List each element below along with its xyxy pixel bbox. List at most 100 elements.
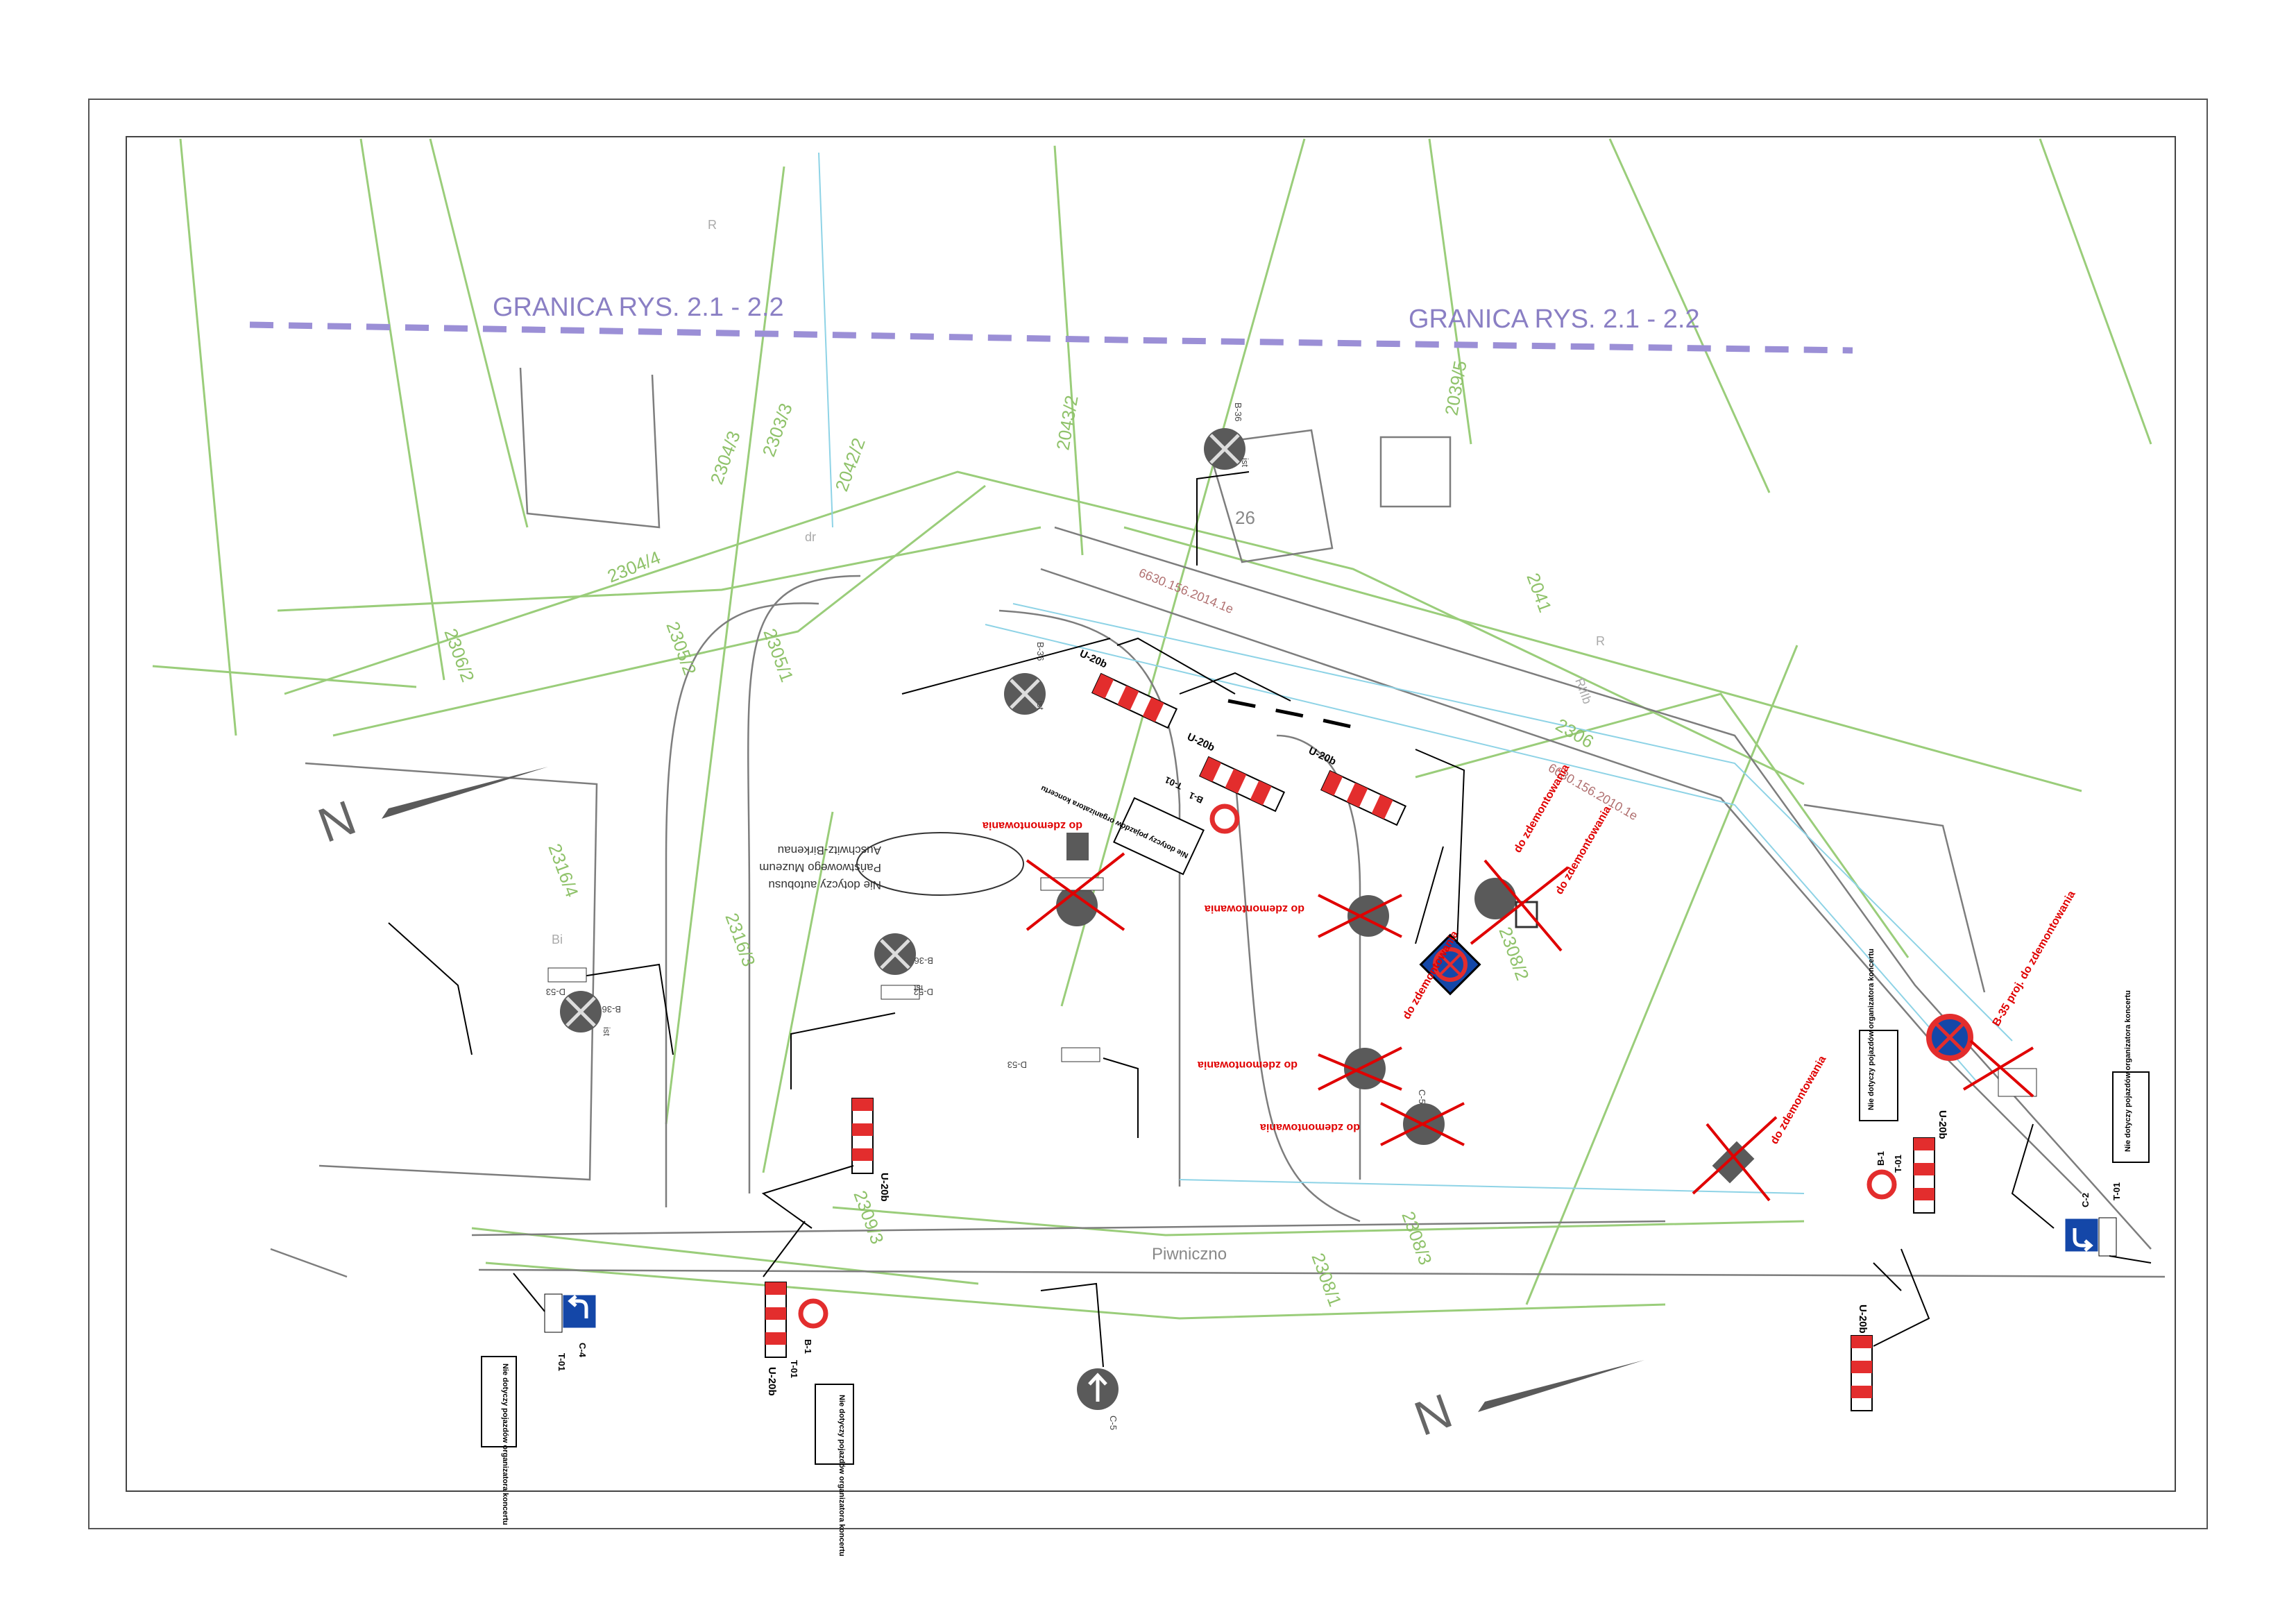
remove-b36-d3: do zdemontowania [983,819,1125,931]
sign-d53-center: D-53 [1007,1047,1139,1138]
survey-code-1: 6630.156.2014.1e [1137,566,1236,616]
bus-note-line-1: Nie dotyczy autobusu [768,878,881,892]
remove-note-5: do zdemontowania [1512,763,1572,855]
parcel-2304-3: 2304/3 [706,428,744,487]
parcel-2306-2: 2306/2 [440,626,478,685]
inner-frame [126,136,2176,1492]
ist-labels: ist ist ist ist [602,458,1250,1036]
street-name: Piwniczno [1152,1245,1227,1264]
remove-note-6: do zdemontowania [1554,804,1614,897]
sign-b36-top-label: B-36 [1233,402,1243,421]
land-code-r: R [708,218,717,232]
barrier-u20b-7: U-20b [1851,1305,1873,1411]
remove-c2: do zdemontowania [1198,1046,1402,1091]
north-arrow-right: N [1407,1360,1644,1446]
bus-note-line-2: Państwowego Muzeum [759,861,881,874]
b1-bottom-left: B-1 T-01 Nie dotyczy pojazdów organizato… [789,1298,854,1556]
sign-b36-d52-group: B-36 D-52 [790,933,933,1089]
sign-d53-left-label: D-53 [546,987,566,997]
land-code-r2: R [1596,634,1605,648]
bus-note-line-3: Auschwitz-Birkenau [778,844,881,857]
barrier-u20b-3-label: U-20b [1307,745,1338,767]
barrier-u20b-5: U-20b [765,1282,787,1396]
ist-label-1: ist [1035,701,1046,710]
sign-c4-plate: Nie dotyczy pojazdów organizatora koncer… [501,1363,509,1525]
remove-b36-right: do zdemontowania [1205,894,1402,938]
parcel-2308-1: 2308/1 [1307,1250,1345,1309]
closure-line [1227,699,1361,731]
t01-center-label: T-01 [1163,774,1184,792]
barrier-u20b-4: U-20b [851,1098,890,1202]
ist-label-4: ist [914,983,923,994]
leader-lines [388,637,2055,1347]
barrier-u20b-3: U-20b [1307,745,1407,826]
ist-label-2: ist [1240,458,1250,467]
sign-d53-center-label: D-53 [1007,1060,1027,1070]
bus-exception-note: Nie dotyczy autobusu Państwowego Muzeum … [759,832,1024,896]
parcel-2305-1: 2305/1 [759,626,797,685]
sign-b36-left-label: B-36 [602,1004,621,1014]
direction-signs: C-4 T-01 Nie dotyczy pojazdów organizato… [481,990,2152,1525]
parcel-2305-2: 2305/2 [662,619,700,678]
b1-bottom-right-plate: Nie dotyczy pojazdów organizatora koncer… [1867,949,1876,1110]
boundary-label-left: GRANICA RYS. 2.1 - 2.2 [493,293,784,322]
b1-center-label: B-1 [1187,790,1205,805]
sign-c4-t01-label: T-01 [556,1353,567,1371]
sign-b36-top: B-36 [1196,402,1250,566]
sign-d52-group-label: D-52 [914,987,933,997]
sign-c2: C-2 T-01 Nie dotyczy pojazdów organizato… [2063,990,2152,1264]
remove-note-3: do zdemontowania [1198,1059,1298,1071]
b1-bottom-left-label: B-1 [803,1339,813,1354]
barrier-u20b-6: U-20b [1913,1110,1948,1214]
north-label-right: N [1407,1384,1459,1447]
parcel-2304-4: 2304/4 [604,547,663,587]
sign-b36-group-label: B-36 [915,955,933,966]
remove-note-4: do zdemontowania [1260,1121,1360,1133]
remove-c5-label: C-5 [1417,1089,1427,1104]
remove-note-b35: B-35 proj. do zdemontowania [1991,889,2078,1028]
existing-signs: B-36 B-36 B-36 D-53 B-36 D-52 D-53 [546,402,1250,1430]
remove-note-2: do zdemontowania [1205,903,1304,915]
parcel-2316-4: 2316/4 [544,841,582,900]
ist-label-3: ist [602,1027,612,1036]
barrier-u20b-6-label: U-20b [1937,1110,1948,1139]
sign-c2-label: C-2 [2080,1193,2091,1207]
b1-bottom-right: B-1 T-01 Nie dotyczy pojazdów organizato… [1859,949,1903,1200]
parcel-2306: 2306 [1552,714,1597,752]
remove-note-7: do zdemontowania [1769,1054,1829,1146]
t01-bottom-right-label: T-01 [1893,1155,1903,1173]
remove-c5: C-5 do zdemontowania [1260,1089,1465,1146]
land-code-riiib: RIIIb [1572,677,1595,706]
utility-lines [818,152,2013,1194]
remove-d3-bottom: do zdemontowania [1692,1054,1829,1202]
barrier-u20b-7-label: U-20b [1857,1305,1869,1334]
barrier-u20b-1: U-20b [1078,647,1178,729]
road-outlines [270,367,2166,1278]
survey-codes: 6630.156.2014.1e 6630.156.2010.1e [1137,566,1640,823]
parcel-numbers: 2303/3 2304/3 2042/2 2043/2 2039/5 2304/… [440,359,1597,1309]
sign-c4-label: C-4 [577,1343,588,1358]
parcel-26: 26 [1235,507,1255,528]
outer-frame [88,99,2208,1529]
boundary-label-right: GRANICA RYS. 2.1 - 2.2 [1409,305,1700,334]
parcel-2041: 2041 [1522,570,1556,615]
north-arrow-left: N [311,767,548,853]
parcel-2308-2: 2308/2 [1495,924,1533,983]
parcel-2316-3: 2316/3 [721,910,759,969]
b1-bottom-left-plate: Nie dotyczy pojazdów organizatora koncer… [837,1395,846,1556]
parcel-lines [152,138,2152,1320]
remove-note-1: do zdemontowania [983,819,1082,831]
b1-bottom-right-label: B-1 [1876,1151,1886,1166]
sign-c5-bottom: C-5 [1040,1282,1119,1430]
north-label-left: N [311,790,362,853]
barrier-u20b-2-label: U-20b [1185,731,1216,754]
sign-c2-t01-label: T-01 [2111,1182,2122,1200]
land-code-bi: Bi [552,933,563,946]
barrier-u20b-2: U-20b [1185,731,1286,813]
sign-c5-bottom-label: C-5 [1108,1416,1119,1430]
remove-b35-proj: B-35 proj. do zdemontowania [1926,889,2078,1098]
parcel-2308-3: 2308/3 [1397,1209,1436,1268]
barrier-u20b-5-label: U-20b [766,1367,778,1396]
parcel-2303-3: 2303/3 [758,400,796,459]
